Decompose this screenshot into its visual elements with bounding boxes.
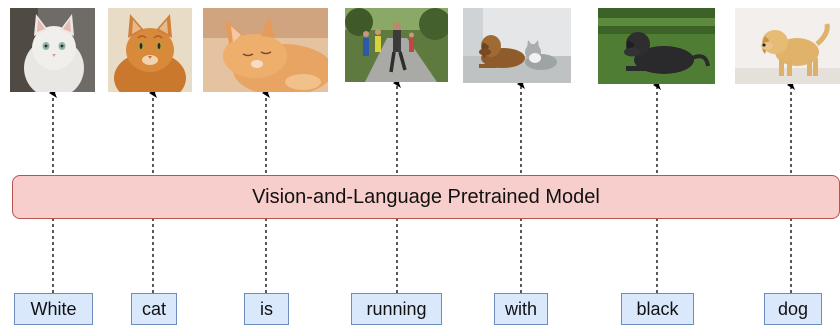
token-is: is (244, 293, 289, 325)
black-dog-photo (598, 8, 715, 84)
token-with: with (494, 293, 548, 325)
token-label: with (504, 298, 537, 319)
token-cat: cat (131, 293, 177, 325)
token-black: black (621, 293, 694, 325)
token-white: White (14, 293, 93, 325)
token-label: black (636, 298, 679, 319)
token-running: running (351, 293, 442, 325)
model-label: Vision-and-Language Pretrained Model (252, 185, 600, 208)
token-label: dog (777, 298, 809, 319)
white-cat-photo (10, 8, 95, 92)
token-label: White (30, 298, 77, 319)
runners-photo (345, 8, 448, 82)
token-label: running (366, 298, 427, 319)
sleeping-kitten-photo (203, 8, 328, 92)
token-label: cat (141, 298, 166, 319)
orange-cat-photo (108, 8, 192, 92)
dog-and-cat-photo (463, 8, 571, 83)
vision-language-model-box: Vision-and-Language Pretrained Model (12, 175, 840, 219)
token-dog: dog (764, 293, 822, 325)
puppy-photo (735, 8, 840, 84)
token-label: is (260, 298, 273, 319)
